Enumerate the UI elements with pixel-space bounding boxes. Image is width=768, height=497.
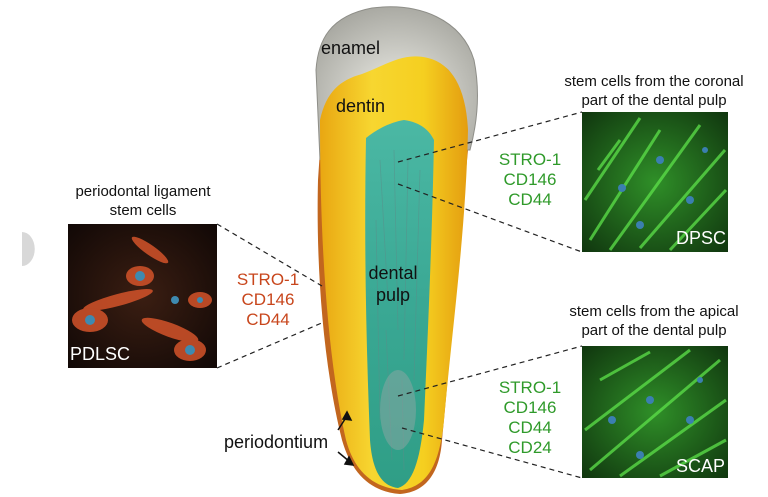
label-dental-pulp-line1: dental <box>364 262 422 284</box>
pdlsc-marker: CD44 <box>228 310 308 330</box>
label-dental-pulp: dental pulp <box>364 262 422 306</box>
scap-marker: CD44 <box>490 418 570 438</box>
scap-marker: STRO-1 <box>490 378 570 398</box>
label-periodontium: periodontium <box>224 432 328 453</box>
scap-title-line1: stem cells from the apical <box>556 302 752 321</box>
scap-marker: CD24 <box>490 438 570 458</box>
pdlsc-marker: CD146 <box>228 290 308 310</box>
scap-panel-label: SCAP <box>676 456 725 477</box>
dpsc-title-line2: part of the dental pulp <box>546 91 762 110</box>
scap-markers: STRO-1 CD146 CD44 CD24 <box>490 378 570 458</box>
scap-title-line2: part of the dental pulp <box>556 321 752 340</box>
dpsc-title-line1: stem cells from the coronal <box>546 72 762 91</box>
pdlsc-title: periodontal ligament stem cells <box>58 182 228 220</box>
pdlsc-title-line1: periodontal ligament <box>58 182 228 201</box>
label-enamel: enamel <box>321 38 380 59</box>
dpsc-panel-label: DPSC <box>676 228 726 249</box>
dpsc-marker: CD146 <box>490 170 570 190</box>
left-edge-tab <box>22 232 35 266</box>
dpsc-marker: CD44 <box>490 190 570 210</box>
dpsc-marker: STRO-1 <box>490 150 570 170</box>
pdlsc-panel-label: PDLSC <box>70 344 130 365</box>
scap-title: stem cells from the apical part of the d… <box>556 302 752 340</box>
pdlsc-marker: STRO-1 <box>228 270 308 290</box>
dpsc-title: stem cells from the coronal part of the … <box>546 72 762 110</box>
pdlsc-title-line2: stem cells <box>58 201 228 220</box>
label-dentin: dentin <box>336 96 385 117</box>
dpsc-markers: STRO-1 CD146 CD44 <box>490 150 570 210</box>
pdlsc-markers: STRO-1 CD146 CD44 <box>228 270 308 330</box>
scap-marker: CD146 <box>490 398 570 418</box>
label-dental-pulp-line2: pulp <box>364 284 422 306</box>
